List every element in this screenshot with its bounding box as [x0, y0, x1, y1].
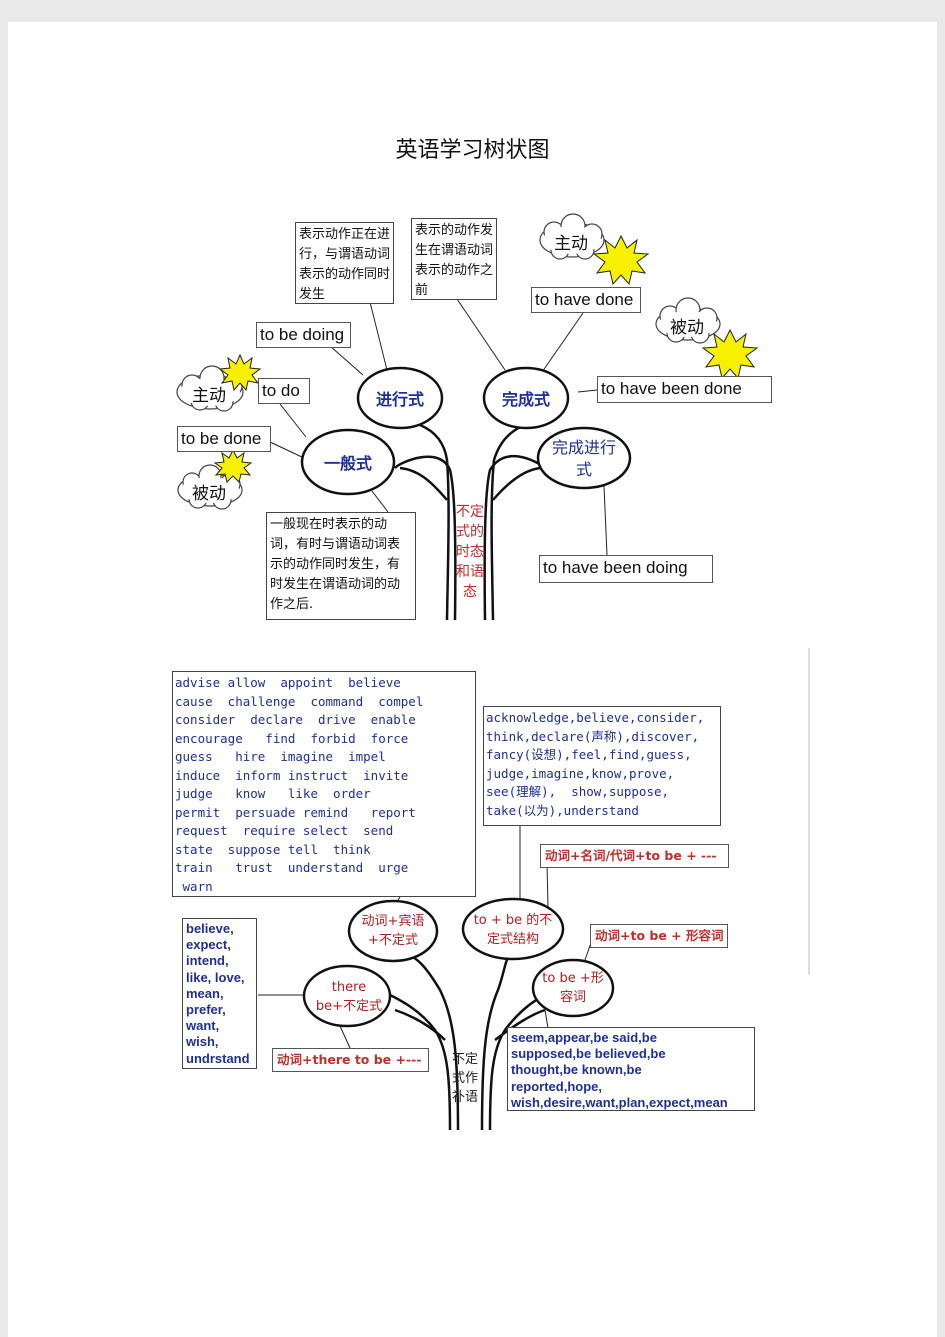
cloud-label-passive-right: 被动 — [670, 318, 704, 338]
star-burst-2 — [213, 448, 253, 483]
trunk1-left-branch — [419, 423, 450, 621]
star-burst-1 — [218, 353, 262, 392]
oval-to-be-struct — [461, 897, 565, 961]
verb-list-box: advise allow appoint believe cause chall… — [172, 671, 476, 897]
pattern-there-box: 动词+there to be +--- — [272, 1048, 429, 1072]
oval-verb-obj-inf — [347, 899, 439, 963]
desc-perfect-box: 表示的动作发生在谓语动词表示的动作之前 — [411, 218, 497, 300]
trunk1-label: 不定式的时态和语态 — [456, 504, 484, 600]
cloud-active-left — [176, 365, 244, 412]
to-be-doing-box: to be doing — [256, 322, 351, 348]
think-list-box: acknowledge,believe,consider, think,decl… — [483, 706, 721, 826]
desc-progressive-box: 表示动作正在进行，与谓语动词表示的动作同时发生 — [295, 222, 394, 304]
label-simple: 一般式 — [323, 454, 372, 473]
page-title: 英语学习树状图 — [395, 138, 550, 163]
oval-perfect — [482, 366, 570, 430]
seem-list-box: seem,appear,be said,be supposed,be belie… — [507, 1027, 755, 1111]
to-do-box: to do — [258, 378, 310, 404]
oval-to-be-adj — [531, 958, 615, 1018]
label-there-be: there be+不定式 — [315, 980, 383, 1014]
label-progressive: 进行式 — [375, 390, 424, 409]
cloud-active-right — [539, 213, 605, 260]
desc-simple-box: 一般现在时表示的动词，有时与谓语动词表示的动作同时发生，有时发生在谓语动词的动作… — [266, 512, 416, 620]
to-be-done-box: to be done — [177, 426, 271, 452]
label-verb-obj-inf: 动词+宾语+不定式 — [361, 914, 425, 948]
oval-perfect-progressive — [536, 426, 632, 490]
trunk2-label: 不定式作补语 — [451, 1052, 478, 1105]
cloud-passive-right — [655, 297, 721, 344]
trunk1-inner-left — [394, 455, 457, 621]
oval-progressive — [356, 366, 444, 430]
to-have-done-box: to have done — [531, 287, 641, 313]
oval-simple — [300, 428, 396, 496]
cloud-passive-left — [177, 464, 243, 510]
star-burst-4 — [701, 328, 759, 380]
pattern-noun-box: 动词+名词/代词+to be + --- — [540, 844, 729, 868]
trunk1-right-branch — [490, 423, 526, 621]
label-to-be-struct: to + be 的不定式结构 — [473, 913, 553, 947]
star-burst-3 — [592, 234, 650, 286]
oval-there-be — [302, 964, 392, 1028]
label-to-be-adj: to be +形容词 — [542, 971, 604, 1005]
label-perfect: 完成式 — [501, 390, 550, 409]
cloud-label-active-left: 主动 — [192, 386, 226, 406]
believe-list-box: believe, expect, intend, like, love, mea… — [182, 918, 257, 1069]
cloud-label-passive-left: 被动 — [192, 484, 226, 504]
trunk1-inner-right — [483, 454, 546, 621]
label-perfect-progressive: 完成进行式 — [551, 438, 616, 479]
to-have-been-done-box: to have been done — [597, 376, 772, 403]
cloud-label-active-right: 主动 — [554, 234, 588, 254]
to-have-been-doing-box: to have been doing — [539, 555, 713, 583]
pattern-adj-box: 动词+to be + 形容词 — [590, 924, 728, 948]
